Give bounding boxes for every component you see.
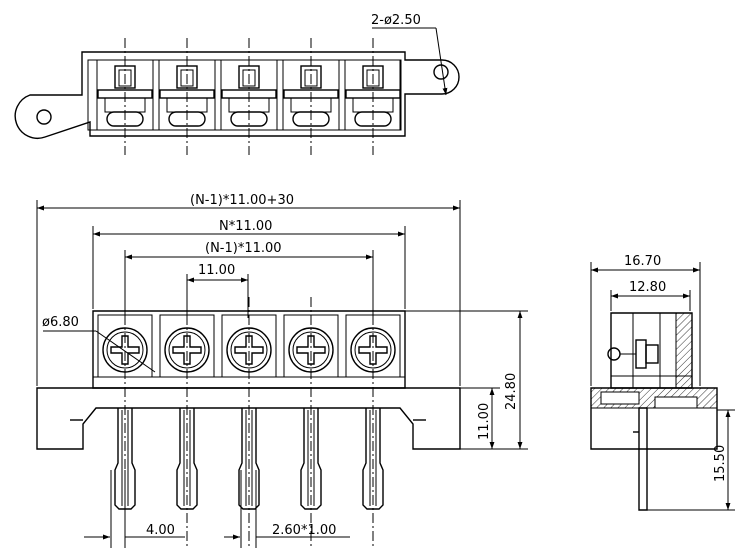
- mounting-hole-right: [433, 64, 449, 80]
- screw-dia-leader: [95, 330, 156, 373]
- pin-offset-label: 4.00: [146, 523, 175, 538]
- front-dimensions: (N-1)*11.00+30 N*11.00 (N-1)*11.00 11.00…: [36, 193, 528, 548]
- front-terminal-3-phillips-slot: [234, 335, 264, 365]
- height-base-label: 11.00: [477, 403, 492, 440]
- pin-length-label: 15.50: [713, 445, 728, 482]
- front-base: [36, 387, 461, 450]
- front-terminal-4-screw-rim: [292, 331, 330, 369]
- screw-dia-label: ø6.80: [42, 315, 79, 330]
- body-length-label: N*11.00: [219, 219, 272, 234]
- mounting-hole-left: [36, 109, 52, 125]
- front-terminal-3-screw-rim: [230, 331, 268, 369]
- pitch-label: 11.00: [198, 263, 235, 278]
- front-view: [36, 297, 461, 548]
- pitch-span-label: (N-1)*11.00: [205, 241, 282, 256]
- depth-body-label: 12.80: [629, 280, 666, 295]
- front-terminal-5-screw-rim: [354, 331, 392, 369]
- top-view-outline: [14, 51, 460, 139]
- front-terminal-1-screw-rim: [106, 331, 144, 369]
- front-terminal-2-screw-rim: [168, 331, 206, 369]
- front-terminal-2-phillips-slot: [172, 335, 202, 365]
- hole-dim-label: 2-ø2.50: [371, 13, 421, 28]
- pin-size-label: 2.60*1.00: [272, 523, 336, 538]
- top-view: [14, 38, 460, 155]
- hole-leader: [435, 27, 448, 96]
- front-terminal-4-phillips-slot: [296, 335, 326, 365]
- side-pin: [638, 407, 648, 511]
- total-length-label: (N-1)*11.00+30: [190, 193, 294, 208]
- side-dimensions: 16.70 12.80 15.50: [590, 254, 735, 511]
- front-terminal-1-phillips-slot: [110, 335, 140, 365]
- side-view: [590, 312, 718, 511]
- height-total-label: 24.80: [504, 373, 519, 410]
- depth-total-label: 16.70: [624, 254, 661, 269]
- front-terminal-5-phillips-slot: [358, 335, 388, 365]
